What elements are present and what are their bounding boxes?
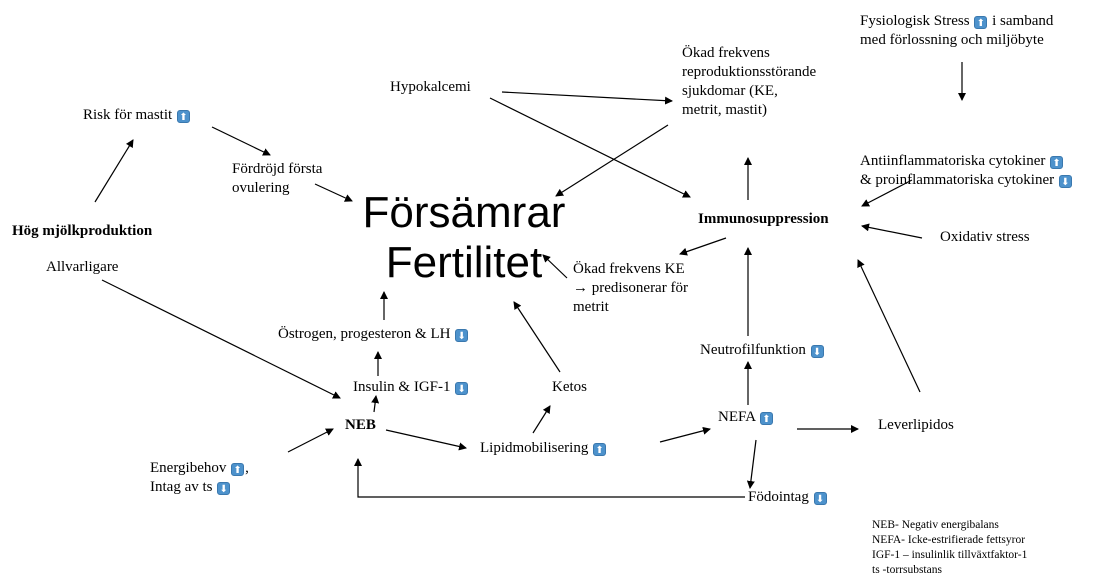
label-oxidativ-stress: Oxidativ stress [940,229,1030,245]
label-intag-av-ts: Intag av ts [150,479,213,495]
legend-item: IGF-1 – insulinlik tillväxtfaktor-1 [872,549,1028,561]
arrow-down-icon: ⬇ [455,329,469,342]
node-insulin-igf1: Insulin & IGF-1 ⬇ [353,378,469,397]
arrow-risk-fordrojd [211,126,271,156]
arrow-hypokalcemi-okad [501,91,673,105]
label-okad-frekvens-line1: Ökad frekvens [682,45,770,61]
label-fysiologisk-line2: med förlossning och miljöbyte [860,32,1044,48]
node-ostrogen: Östrogen, progesteron & LH ⬇ [278,325,469,344]
arrow-up-icon: ⬆ [759,412,773,425]
node-immunosuppression: Immunosuppression [698,210,829,229]
label-allvarligare: Allvarligare [46,259,119,275]
label-antiinfl-line2: & proinflammatoriska cytokiner [860,172,1055,188]
arrow-hypokalcemi-immuno [489,97,691,198]
node-leverlipidos: Leverlipidos [878,416,954,435]
label-fordrojd-line1: Fördröjd första [232,161,323,177]
label-hypokalcemi: Hypokalcemi [390,79,471,95]
node-allvarligare: Allvarligare [46,258,118,277]
arrow-okad-forsamrar [555,124,669,197]
legend: NEB- Negativ energibalans NEFA- Icke-est… [872,518,1027,578]
label-fysiologisk-line1b: i samband [992,13,1054,29]
node-neb: NEB [345,416,376,435]
arrow-neb-lipid [385,429,467,451]
label-okad-ke-line2: → predisonerar för [573,280,688,296]
node-nefa: NEFA ⬆ [718,408,774,427]
label-fodointag: Födointag [748,489,809,505]
arrow-up-icon: ⬆ [231,463,245,476]
label-okad-ke-line3: metrit [573,299,609,315]
node-cytokiner: Antiinflammatoriska cytokiner ⬆ & proinf… [860,152,1073,190]
node-okad-frekvens-ke: Ökad frekvens KE → predisonerar för metr… [573,260,688,317]
arrow-lipid-ketos [532,405,551,434]
arrow-immuno-okadke [679,237,727,256]
label-fysiologisk-line1: Fysiologisk Stress [860,13,970,29]
label-nefa: NEFA [718,409,756,425]
arrow-fodointag-neb [354,458,745,498]
arrow-up-icon: ⬆ [593,443,607,456]
node-hypokalcemi: Hypokalcemi [390,78,471,97]
legend-item: NEFA- Icke-estrifierade fettsyror [872,534,1026,546]
arrow-up-icon: ⬆ [974,16,988,29]
legend-item: ts -torrsubstans [872,564,942,576]
label-okad-frekvens-line3: sjukdomar (KE, [682,83,778,99]
arrow-up-icon: ⬆ [176,110,190,123]
label-insulin-igf1: Insulin & IGF-1 [353,379,451,395]
label-neutrofilfunktion: Neutrofilfunktion [700,342,806,358]
label-antiinfl-line1: Antiinflammatoriska cytokiner [860,153,1046,169]
node-energibehov: Energibehov ⬆, Intag av ts ⬇ [150,460,249,495]
arrow-down-icon: ⬇ [217,482,231,495]
arrow-ketos-forsamrar [513,301,561,373]
node-forsamrar-fertilitet: Försämrar Fertilitet [355,188,573,288]
label-risk-for-mastit: Risk för mastit [83,107,173,123]
node-hog-mjolkproduktion: Hög mjölkproduktion [12,222,152,241]
arrow-hogmjolk-risk [94,139,134,203]
label-immunosuppression: Immunosuppression [698,211,829,227]
arrow-allvarligare-neb [101,279,341,399]
node-risk-for-mastit: Risk för mastit ⬆ [83,106,191,125]
node-fordrojd-forsta-ovulering: Fördröjd första ovulering [232,160,322,198]
arrow-antiinfl-immuno [861,179,913,207]
label-energibehov: Energibehov [150,460,227,476]
legend-item: NEB- Negativ energibalans [872,519,999,531]
label-neb: NEB [345,417,376,433]
label-okad-frekvens-line2: reproduktionsstörande [682,64,817,80]
arrow-down-icon: ⬇ [810,345,824,358]
label-hog-mjolkproduktion: Hög mjölkproduktion [12,223,153,239]
node-fysiologisk-stress: Fysiologisk Stress ⬆ i samband med förlo… [860,12,1053,50]
node-neutrofilfunktion: Neutrofilfunktion ⬇ [700,341,825,360]
node-oxidativ-stress: Oxidativ stress [940,228,1030,247]
arrow-fordrojd-forsamrar [314,183,353,202]
label-fordrojd-line2: ovulering [232,180,290,196]
arrow-up-icon: ⬆ [1050,156,1064,169]
arrow-down-icon: ⬇ [455,382,469,395]
arrow-okadke-forsamrar [542,254,568,279]
arrow-energi-neb [287,428,334,453]
node-fodointag: Födointag ⬇ [748,488,828,507]
label-okad-ke-line1: Ökad frekvens KE [573,261,685,277]
arrow-down-icon: ⬇ [813,492,827,505]
node-ketos: Ketos [552,378,587,397]
node-lipidmobilisering: Lipidmobilisering ⬆ [480,439,607,458]
label-fertilitet: Fertilitet [385,238,543,287]
arrow-nefa-fodointag [746,439,757,489]
label-leverlipidos: Leverlipidos [878,417,954,433]
arrow-lipid-nefa [659,426,711,443]
node-okad-frekvens: Ökad frekvens reproduktionsstörande sjuk… [682,44,816,120]
arrow-neb-insulin [371,395,380,413]
arrow-down-icon: ⬇ [1058,175,1072,188]
label-ostrogen: Östrogen, progesteron & LH [278,326,451,342]
arrow-oxidativ-immuno [861,223,923,239]
label-lipidmobilisering: Lipidmobilisering [480,440,589,456]
label-forsamrar: Försämrar [362,188,566,237]
label-ketos: Ketos [552,379,587,395]
arrow-leverlipidos-immuno [857,259,921,393]
label-okad-frekvens-line4: metrit, mastit) [682,102,767,118]
